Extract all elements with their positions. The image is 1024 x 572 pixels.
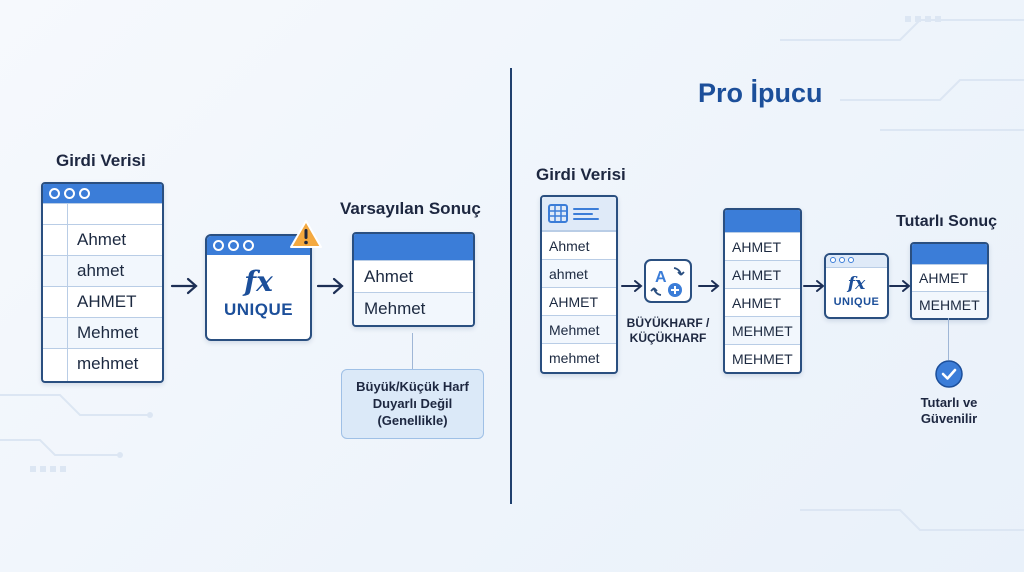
table-header: [912, 244, 987, 264]
table-header: [725, 210, 800, 232]
section-divider: [510, 68, 512, 504]
table-header: [43, 184, 162, 203]
function-label: UNIQUE: [223, 300, 294, 319]
list-item: AHMET: [912, 264, 987, 291]
right-input-table: Ahmet ahmet AHMET Mehmet mehmet: [540, 195, 618, 374]
window-dots-icon: [49, 188, 90, 199]
list-item: Mehmet: [542, 315, 616, 343]
right-input-heading: Girdi Verisi: [536, 165, 626, 184]
list-item: AHMET: [542, 287, 616, 315]
table-header: [354, 234, 473, 260]
list-item: AHMET: [725, 260, 800, 288]
warning-icon: [290, 220, 322, 248]
right-output-heading: Tutarlı Sonuç: [896, 213, 998, 230]
convert-label-line: BÜYÜKHARF /: [626, 316, 710, 330]
svg-text:A: A: [655, 269, 667, 286]
result-label-line: Tutarlı ve: [920, 395, 978, 410]
arrow-right-icon: [698, 280, 720, 292]
convert-label: BÜYÜKHARF / KÜÇÜKHARF: [620, 316, 716, 346]
list-item: ahmet: [542, 259, 616, 287]
arrow-right-icon: [170, 277, 198, 295]
window-dots-icon: [830, 257, 854, 263]
right-unique-function-box: fx UNIQUE: [824, 253, 889, 319]
list-item: Mehmet: [354, 292, 473, 325]
list-item: Ahmet: [542, 231, 616, 259]
left-input-heading: Girdi Verisi: [56, 151, 146, 170]
function-icon: fx: [847, 274, 866, 294]
connector-line: [412, 333, 413, 369]
check-circle-icon: [935, 360, 963, 388]
table-header: [542, 197, 616, 231]
left-unique-function-box: fx UNIQUE: [205, 234, 312, 341]
list-item: Ahmet: [43, 224, 162, 255]
list-item: mehmet: [542, 343, 616, 371]
list-item: ahmet: [43, 255, 162, 286]
list-item: Ahmet: [354, 260, 473, 292]
function-icon: fx: [244, 265, 273, 298]
note-line: Duyarlı Değil: [372, 396, 453, 411]
list-item: AHMET: [43, 286, 162, 317]
case-insensitive-note: Büyük/Küçük Harf Duyarlı Değil (Genellik…: [341, 369, 484, 439]
note-line: Büyük/Küçük Harf: [356, 379, 469, 394]
left-output-heading: Varsayılan Sonuç: [340, 199, 481, 218]
result-label: Tutarlı ve Güvenilir: [904, 395, 994, 427]
result-label-line: Güvenilir: [920, 411, 978, 426]
arrow-right-icon: [621, 280, 643, 292]
list-item: AHMET: [725, 232, 800, 260]
function-label: UNIQUE: [833, 296, 880, 308]
list-item: mehmet: [43, 348, 162, 379]
right-output-table: AHMET MEHMET: [910, 242, 989, 320]
arrow-right-icon: [803, 280, 825, 292]
list-item: MEHMET: [725, 316, 800, 344]
list-item: MEHMET: [912, 291, 987, 318]
spreadsheet-icon: [548, 204, 599, 223]
list-item: Mehmet: [43, 317, 162, 348]
left-output-table: Ahmet Mehmet: [352, 232, 475, 327]
convert-label-line: KÜÇÜKHARF: [629, 331, 707, 345]
arrow-right-icon: [316, 277, 344, 295]
case-convert-icon: A: [644, 259, 692, 303]
list-item: AHMET: [725, 288, 800, 316]
list-item: MEHMET: [725, 344, 800, 372]
pro-tip-title: Pro İpucu: [698, 78, 823, 108]
connector-line: [948, 318, 949, 360]
left-input-table: Ahmet ahmet AHMET Mehmet mehmet: [41, 182, 164, 383]
window-dots-icon: [213, 240, 254, 251]
converted-table: AHMET AHMET AHMET MEHMET MEHMET: [723, 208, 802, 374]
arrow-right-icon: [889, 280, 911, 292]
note-line: (Genellikle): [377, 413, 448, 428]
